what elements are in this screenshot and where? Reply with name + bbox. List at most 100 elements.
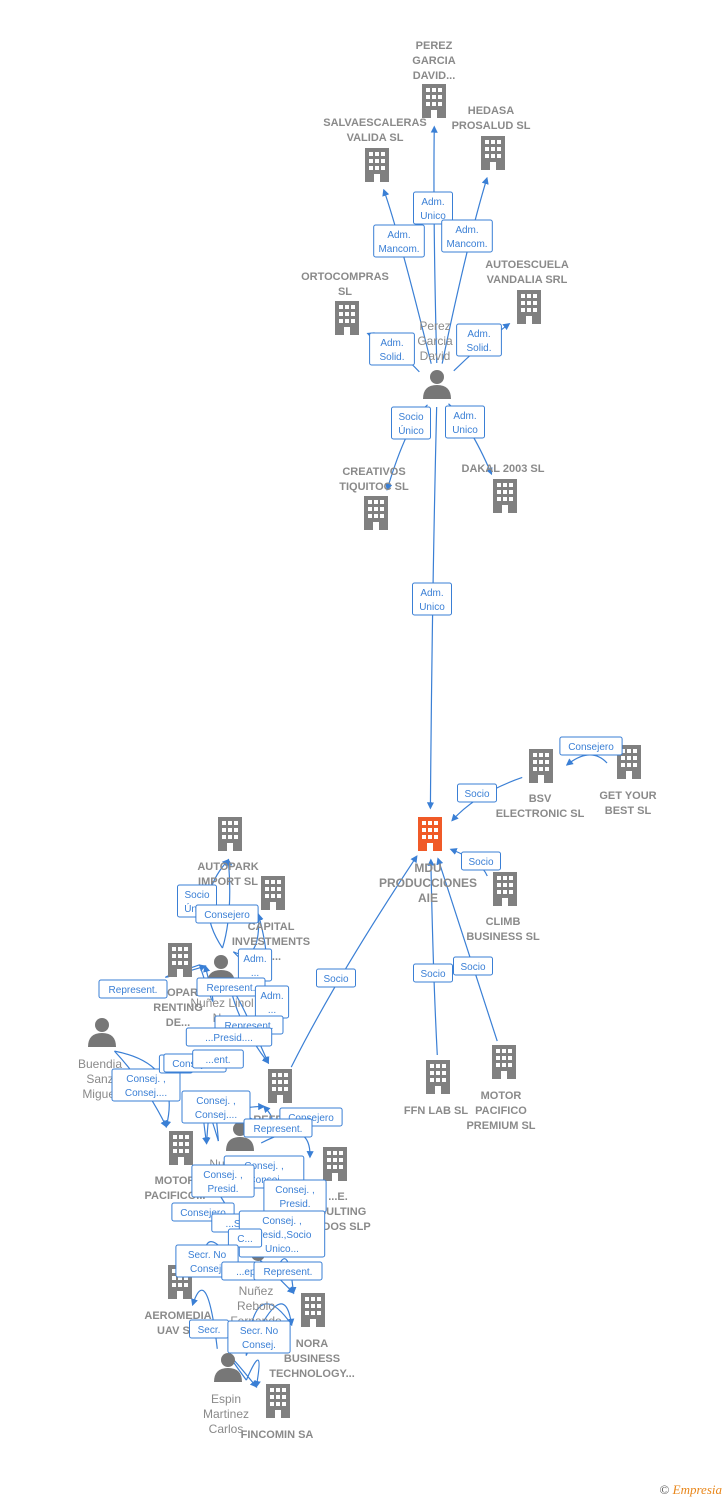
relation-label[interactable]: Adm.Mancom.	[441, 219, 493, 253]
company-name[interactable]: FFN LAB SL	[404, 1105, 468, 1117]
relation-label[interactable]: Socio	[461, 851, 501, 871]
relation-label[interactable]: Consej. ,Presid.	[191, 1164, 255, 1198]
company-name[interactable]: DE...	[166, 1017, 190, 1029]
company-name[interactable]: ...E.	[328, 1191, 348, 1203]
company-name[interactable]: FINCOMIN SA	[241, 1429, 314, 1441]
company-name[interactable]: ...OPAR	[158, 987, 198, 999]
company-icon[interactable]	[422, 84, 446, 118]
company-name[interactable]: PREMIUM SL	[466, 1120, 535, 1132]
company-icon[interactable]	[218, 817, 242, 851]
relation-label[interactable]: Consej. ,Consej....	[181, 1090, 251, 1124]
person-name[interactable]: Miguel	[82, 1087, 117, 1101]
company-name[interactable]: INVESTMENTS	[232, 936, 310, 948]
company-icon[interactable]	[481, 136, 505, 170]
company-name[interactable]: TECHNOLOGY...	[269, 1368, 355, 1380]
company-icon[interactable]	[266, 1384, 290, 1418]
company-icon[interactable]	[168, 943, 192, 977]
company-icon[interactable]	[261, 876, 285, 910]
relation-label[interactable]: Represent.	[196, 977, 266, 997]
company-name[interactable]: UAV S...	[157, 1325, 199, 1337]
relation-label[interactable]: Adm.Unico	[445, 405, 485, 439]
relation-label[interactable]: Represent.	[243, 1118, 313, 1138]
company-name[interactable]: RENTING	[153, 1002, 203, 1014]
company-name[interactable]: VANDALIA SRL	[487, 274, 568, 286]
company-name[interactable]: ELECTRONIC SL	[496, 808, 585, 820]
company-icon[interactable]	[517, 290, 541, 324]
company-icon[interactable]	[268, 1069, 292, 1103]
company-name[interactable]: PACIFICO	[475, 1105, 527, 1117]
person-name[interactable]: Martinez	[203, 1407, 249, 1421]
relation-label[interactable]: Adm.Solid.	[456, 323, 502, 357]
company-icon[interactable]	[364, 496, 388, 530]
relation-label[interactable]: Adm.Solid.	[369, 332, 415, 366]
company-icon[interactable]	[169, 1131, 193, 1165]
company-name[interactable]: VALIDA SL	[347, 132, 404, 144]
relation-label[interactable]: Socio	[457, 783, 497, 803]
company-name[interactable]: CLIMB	[486, 916, 521, 928]
company-icon[interactable]	[426, 1060, 450, 1094]
company-icon[interactable]	[323, 1147, 347, 1181]
person-icon[interactable]	[88, 1018, 116, 1047]
brand-logo[interactable]: Empresia	[672, 1482, 722, 1497]
company-name[interactable]: ORTOCOMPRAS	[301, 271, 389, 283]
company-name[interactable]: MOTOR	[155, 1175, 196, 1187]
company-name[interactable]: MOTOR	[481, 1090, 522, 1102]
relation-label[interactable]: Adm.Mancom.	[373, 224, 425, 258]
company-icon[interactable]	[492, 1045, 516, 1079]
company-name[interactable]: BUSINESS SL	[466, 931, 540, 943]
company-name[interactable]: PEREZ	[416, 40, 453, 52]
company-icon[interactable]	[301, 1293, 325, 1327]
relation-label[interactable]: Consej. ,Consej....	[111, 1068, 181, 1102]
company-name[interactable]: NORA	[296, 1338, 328, 1350]
relation-label[interactable]: Adm....	[237, 948, 273, 982]
relation-label[interactable]: ...ent.	[192, 1049, 244, 1069]
person-name[interactable]: Nuñez Linol	[190, 996, 253, 1010]
person-name[interactable]: Carlos	[209, 1422, 244, 1436]
person-name[interactable]: Espin	[211, 1392, 241, 1406]
company-name[interactable]: BUSINESS	[284, 1353, 340, 1365]
company-name[interactable]: AUTOPARK	[197, 861, 258, 873]
relation-label[interactable]: Consej. ,Presid.	[263, 1179, 327, 1213]
relation-label[interactable]: Socio	[453, 956, 493, 976]
company-name[interactable]: AUTOESCUELA	[485, 259, 569, 271]
company-icon[interactable]	[335, 301, 359, 335]
person-name[interactable]: Rebolo	[237, 1299, 275, 1313]
company-name[interactable]: SALVAESCALERAS	[323, 117, 427, 129]
relation-label[interactable]: Socio	[413, 963, 453, 983]
company-name[interactable]: MDU	[414, 861, 441, 875]
relation-label[interactable]: Represent.	[253, 1261, 323, 1281]
company-name[interactable]: GARCIA	[412, 55, 455, 67]
company-name[interactable]: BEST SL	[605, 805, 652, 817]
relation-label[interactable]: ...Presid....	[185, 1027, 273, 1047]
relation-label[interactable]: Adm.Unico	[413, 191, 453, 225]
main-company-icon[interactable]	[418, 817, 442, 851]
person-icon[interactable]	[423, 370, 451, 399]
company-name[interactable]: TIQUITOC SL	[339, 481, 409, 493]
company-name[interactable]: CAPITAL	[248, 921, 295, 933]
relation-label[interactable]: Represent.	[98, 979, 168, 999]
company-name[interactable]: PACIFICO...	[145, 1190, 206, 1202]
person-name[interactable]: Nuñez	[239, 1284, 274, 1298]
company-icon[interactable]	[493, 872, 517, 906]
company-name[interactable]: HEDASA	[468, 105, 515, 117]
company-name[interactable]: PRODUCCIONES	[379, 876, 477, 890]
company-name[interactable]: DAKAL 2003 SL	[462, 463, 545, 475]
company-name[interactable]: GET YOUR	[599, 790, 656, 802]
company-icon[interactable]	[529, 749, 553, 783]
company-icon[interactable]	[493, 479, 517, 513]
relation-label[interactable]: Socio	[316, 968, 356, 988]
person-name[interactable]: Garcia	[417, 334, 453, 348]
company-name[interactable]: CREATIVOS	[342, 466, 405, 478]
company-name[interactable]: PROSALUD SL	[452, 120, 531, 132]
company-name[interactable]: SL	[338, 286, 352, 298]
relation-label[interactable]: Consejero	[195, 904, 259, 924]
relation-label[interactable]: Adm.Unico	[412, 582, 452, 616]
company-name[interactable]: BSV	[529, 793, 552, 805]
person-name[interactable]: Sanz	[86, 1072, 113, 1086]
relation-label[interactable]: Secr.	[189, 1319, 229, 1339]
company-name[interactable]: DAVID...	[413, 70, 456, 82]
company-icon[interactable]	[365, 148, 389, 182]
company-name[interactable]: AIE	[418, 891, 438, 905]
relation-label[interactable]: C...	[227, 1228, 263, 1248]
